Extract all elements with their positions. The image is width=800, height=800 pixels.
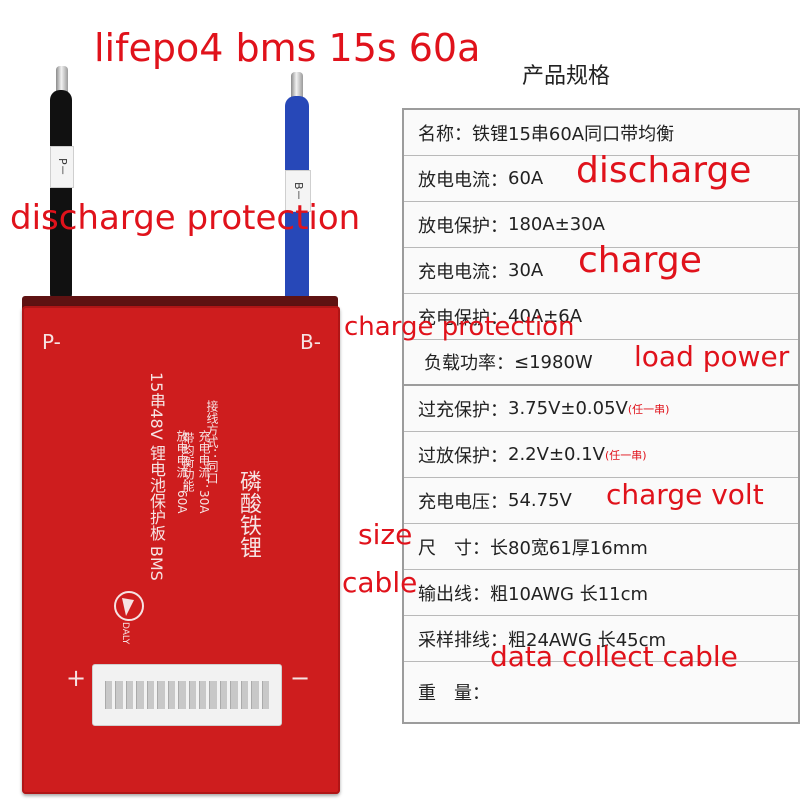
spec-row-output-cable: 输出线：粗10AWG 长11cm: [404, 570, 798, 616]
spec-table: 名称：铁锂15串60A同口带均衡 放电电流：60A 放电保护：180A±30A …: [402, 108, 800, 724]
board-charge-line: 充电电流：30A: [197, 430, 211, 514]
board-discharge-line: 放电电流：60A: [175, 430, 189, 514]
spec-row-discharge-current: 放电电流：60A: [404, 156, 798, 202]
board-brand: DALY: [120, 622, 130, 645]
board-minus: −: [290, 664, 311, 692]
label-data-collect-cable: data collect cable: [490, 640, 738, 673]
label-discharge-protection: discharge protection: [10, 198, 361, 238]
board-b-minus: B-: [300, 330, 321, 354]
label-charge-volt: charge volt: [606, 478, 764, 511]
spec-row-load-power: 负载功率：≤1980W: [404, 340, 798, 386]
label-charge-protection: charge protection: [344, 312, 575, 342]
board-title-line: 15串48V 锂电池保护板 BMS: [147, 372, 166, 581]
spec-row-charge-current: 充电电流：30A: [404, 248, 798, 294]
board-plus: +: [66, 664, 87, 692]
spec-row-overcharge: 过充保护：3.75V±0.05V(任一串): [404, 386, 798, 432]
label-cable: cable: [342, 566, 418, 599]
headline: lifepo4 bms 15s 60a: [94, 26, 481, 70]
label-discharge: discharge: [576, 150, 752, 191]
wire-label-p: P－: [50, 146, 74, 188]
label-size: size: [358, 518, 413, 551]
wire-label-b: B－: [285, 170, 311, 212]
board-balance-line: 带均衡功能: [181, 432, 195, 492]
label-load-power: load power: [634, 340, 790, 373]
daly-logo-icon: [112, 588, 146, 648]
spec-row-sampling-cable: 采样排线：粗24AWG 长45cm: [404, 616, 798, 662]
spec-row-weight: 重 量：: [418, 683, 490, 704]
board-p-minus: P-: [42, 330, 61, 354]
spec-row-charge-protection: 充电保护：40A±6A: [404, 294, 798, 340]
spec-row-discharge-protection: 放电保护：180A±30A: [404, 202, 798, 248]
spec-row-size: 尺 寸：长80宽61厚16mm: [404, 524, 798, 570]
board-wiring-line: 接线方式：同口: [205, 400, 219, 484]
spec-title: 产品规格: [522, 64, 611, 89]
sampling-connector: [92, 664, 282, 726]
board-chemistry: 磷酸铁锂: [236, 470, 261, 558]
spec-row-name: 名称：铁锂15串60A同口带均衡: [404, 110, 798, 156]
label-charge: charge: [578, 240, 702, 281]
spec-row-charge-voltage: 充电电压：54.75V: [404, 478, 798, 524]
spec-row-overdischarge: 过放保护：2.2V±0.1V(任一串): [404, 432, 798, 478]
